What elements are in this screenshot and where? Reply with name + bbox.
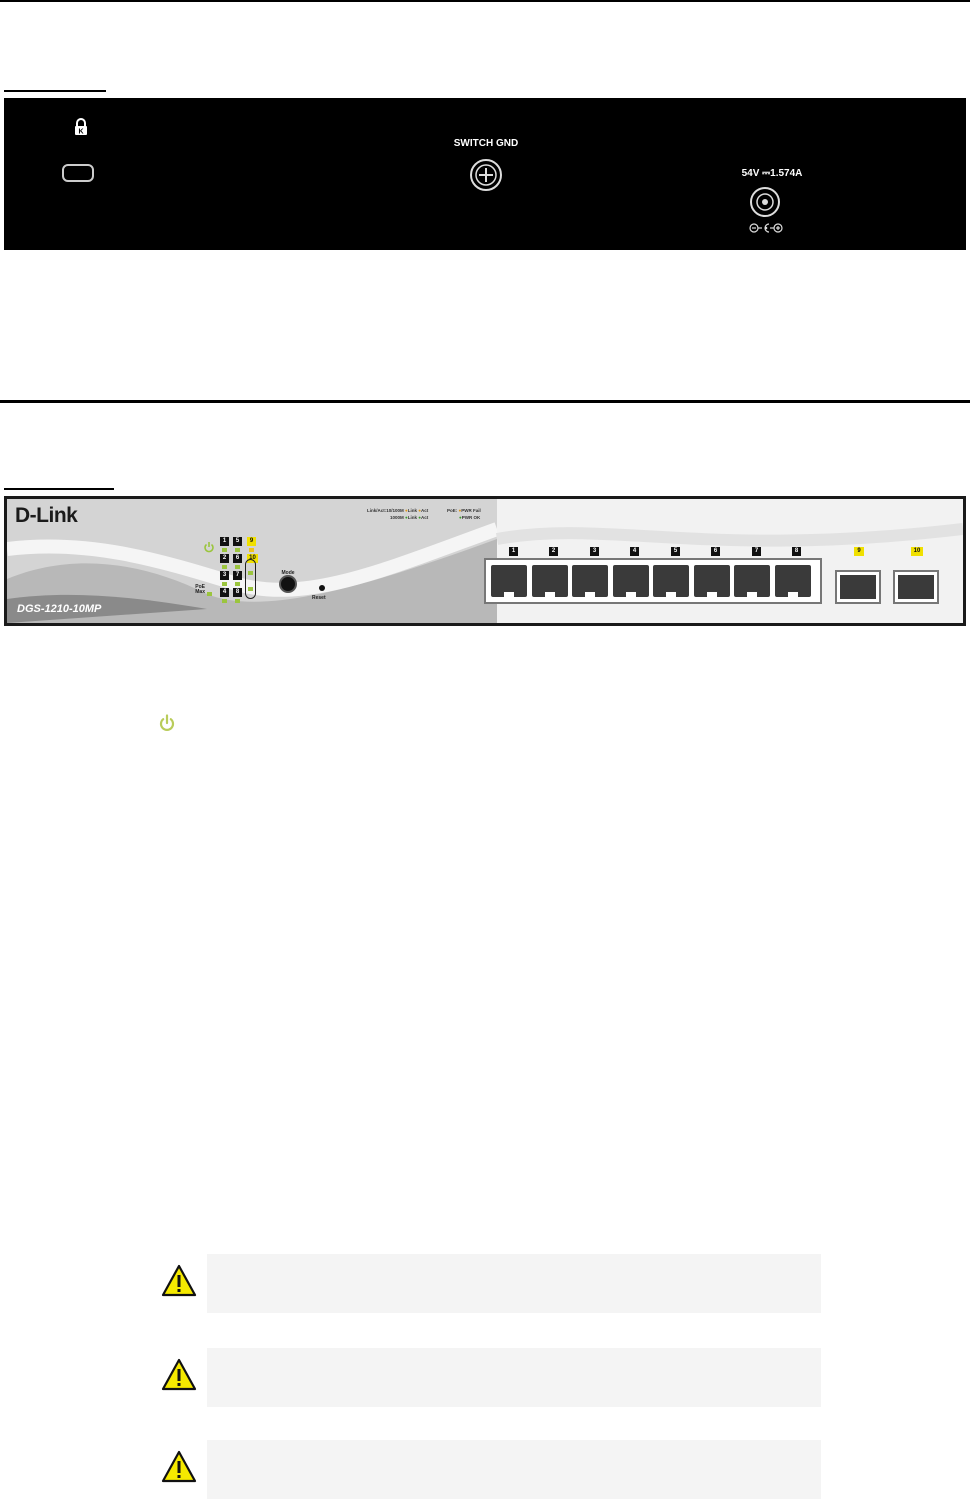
legend-line-2: 1000M ●Link ●Act [390,515,429,520]
sfp-port-label: 9 [854,547,864,556]
rj45-port-label: 8 [792,547,801,556]
rj45-port-label: 6 [711,547,720,556]
mode-button[interactable] [279,575,297,593]
caution-note [158,1348,822,1408]
led-port-label: 8 [233,588,242,597]
rj45-port-label: 2 [549,547,558,556]
caution-box [207,1254,821,1313]
section-heading-underline [4,488,114,490]
led-port-label: 7 [233,571,242,580]
led-sfp-label: 10 [247,554,258,563]
power-led-icon [204,542,214,553]
mode-label: Mode [281,570,295,576]
led-port-label: 3 [220,571,229,580]
rj45-port [653,565,689,597]
legend-pwr-ok: ●PWR OK [459,515,481,520]
rj45-port [491,565,527,597]
port-led [235,548,240,552]
mode-led [248,587,253,591]
rear-panel-image: K SWITCH GND 54V ⎓1.574A [4,98,966,250]
legend-line-1: Link/Act:10/100M ●Link ●Act [367,508,429,513]
rj45-port [734,565,770,597]
led-port-label: 1 [220,537,229,546]
sfp-port [893,570,939,604]
top-rule [0,0,970,2]
led-port-label: 5 [233,537,242,546]
ground-label: SWITCH GND [453,138,519,149]
mode-indicator-pill [245,559,256,599]
led-sfp-label: 9 [247,537,256,546]
front-faceplate: D-Link DGS-1210-10MP Link/Act:10/100M ●L… [7,499,963,623]
caution-note [158,1440,822,1500]
port-led [235,565,240,569]
ground-screw-icon [470,159,502,191]
rj45-port [694,565,730,597]
rj45-port-label: 5 [671,547,680,556]
sfp-port [835,570,881,604]
mode-led [248,571,253,575]
port-led [222,548,227,552]
rj45-port [572,565,608,597]
sfp-port-label: 10 [911,547,923,556]
kensington-lock-icon: K [75,118,87,136]
poe-max-label: PoE Max [195,584,205,595]
led-port-label: 2 [220,554,229,563]
rj45-port [532,565,568,597]
sfp-led [249,548,254,552]
warning-icon [161,1450,197,1483]
svg-text:K: K [78,129,83,136]
section-heading-underline [4,90,106,92]
caution-note [158,1254,822,1314]
reset-label: Reset [312,595,326,601]
port-led [222,599,227,603]
led-port-label: 4 [220,588,229,597]
poe-max-led [207,592,212,596]
rj45-port [613,565,649,597]
port-led [235,582,240,586]
power-rating-label: 54V ⎓1.574A [741,168,803,179]
section-rule [0,400,970,403]
rj45-port [775,565,811,597]
rj45-port-label: 4 [630,547,639,556]
model-name: DGS-1210-10MP [17,603,102,615]
power-icon [159,714,175,731]
reset-button[interactable] [319,585,325,591]
port-led [222,582,227,586]
warning-icon [161,1358,197,1391]
polarity-icon [749,223,783,233]
port-led [222,565,227,569]
security-slot [62,164,94,182]
caution-box [207,1440,821,1499]
brand-logo: D-Link [15,504,78,527]
led-port-label: 6 [233,554,242,563]
warning-icon [161,1264,197,1297]
front-panel-image: D-Link DGS-1210-10MP Link/Act:10/100M ●L… [4,496,966,626]
rj45-port-label: 3 [590,547,599,556]
caution-box [207,1348,821,1407]
dc-jack-icon [750,187,780,217]
rj45-port-label: 1 [509,547,518,556]
legend-poe: PoE: ●PWR Fail [447,508,481,513]
rj45-port-label: 7 [752,547,761,556]
rj45-port-block [484,558,822,604]
port-led [235,599,240,603]
